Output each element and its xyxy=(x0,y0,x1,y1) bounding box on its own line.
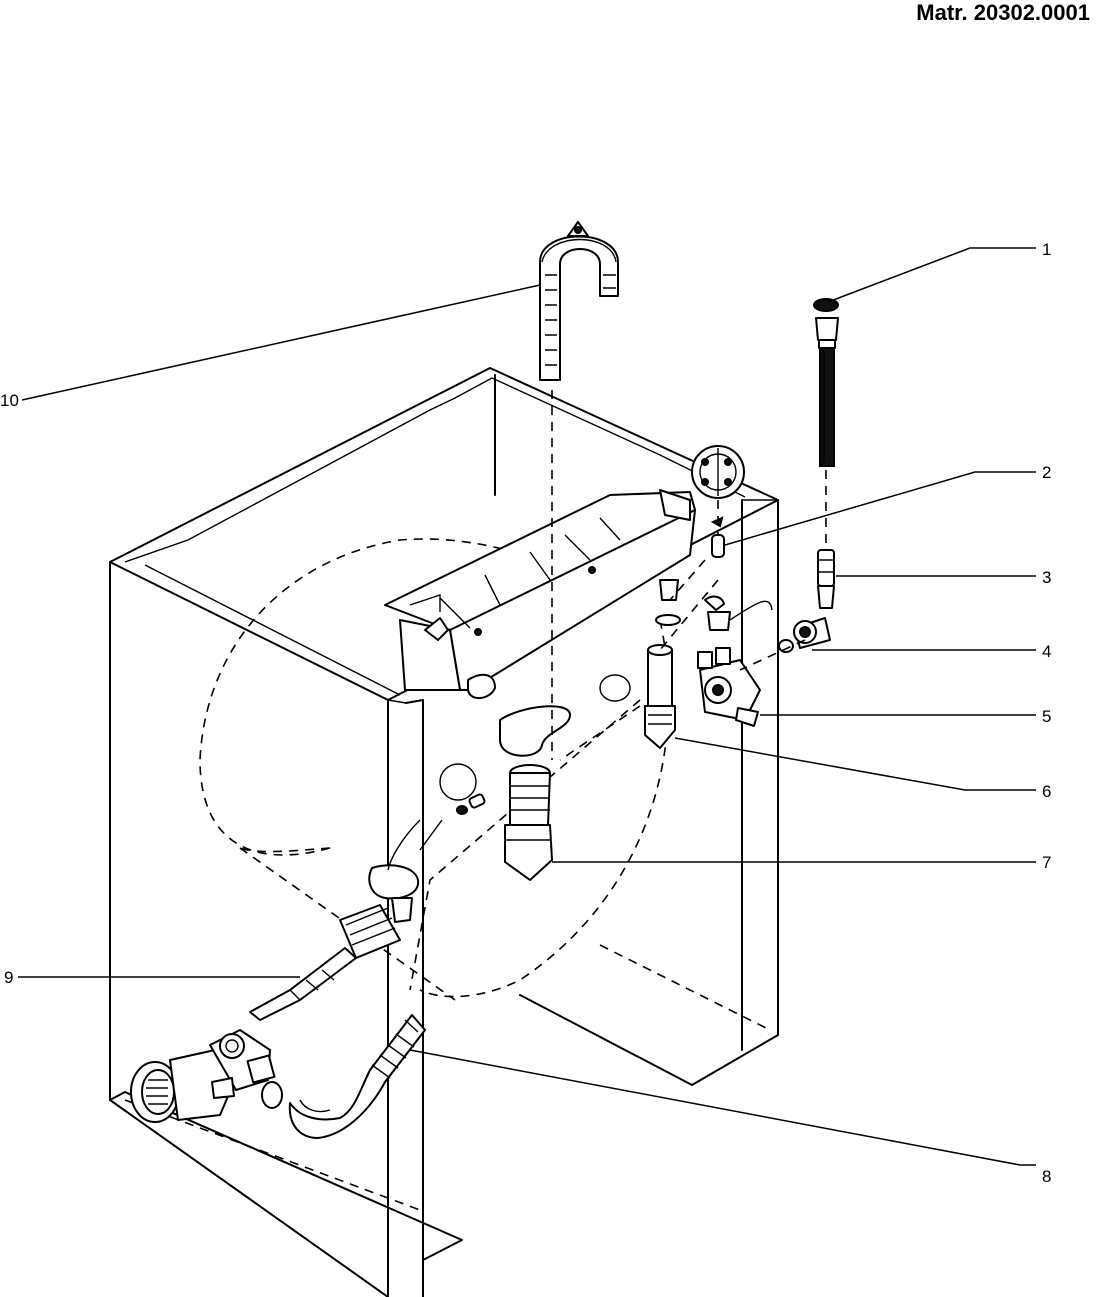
part-7-sump-bellows xyxy=(504,764,553,881)
hose-clip xyxy=(456,793,486,815)
dispenser-fittings xyxy=(655,579,773,631)
detergent-dispenser xyxy=(384,489,696,691)
callout-3: 3 xyxy=(1042,568,1051,587)
callout-6: 6 xyxy=(1042,782,1051,801)
part-4-valve-nut xyxy=(778,617,831,653)
callout-10: 10 xyxy=(0,391,19,410)
leader-lines xyxy=(18,247,1036,1166)
part-8-corrugated-hose xyxy=(288,1014,426,1139)
dispenser-valve-cap xyxy=(691,445,745,499)
callout-8: 8 xyxy=(1042,1167,1051,1186)
callout-5: 5 xyxy=(1042,707,1051,726)
document-reference: Matr. 20302.0001 xyxy=(916,0,1090,25)
part-10-hose-hook xyxy=(539,221,619,381)
callout-1: 1 xyxy=(1042,240,1051,259)
washer-cabinet xyxy=(109,367,779,1297)
callout-4: 4 xyxy=(1042,642,1051,661)
callout-7: 7 xyxy=(1042,853,1051,872)
part-6-bellows-connector xyxy=(644,644,676,749)
callout-2: 2 xyxy=(1042,463,1051,482)
assembly-lines xyxy=(551,390,827,761)
drain-pump xyxy=(130,1029,283,1123)
part-1-inlet-hose xyxy=(813,298,839,467)
part-3-inlet-pipe xyxy=(817,549,835,609)
callout-labels: 1 2 3 4 5 6 7 8 9 10 xyxy=(0,240,1051,1186)
part-9-drain-hose xyxy=(249,819,443,1021)
callout-9: 9 xyxy=(4,968,13,987)
part-5-solenoid-valve xyxy=(697,647,761,727)
